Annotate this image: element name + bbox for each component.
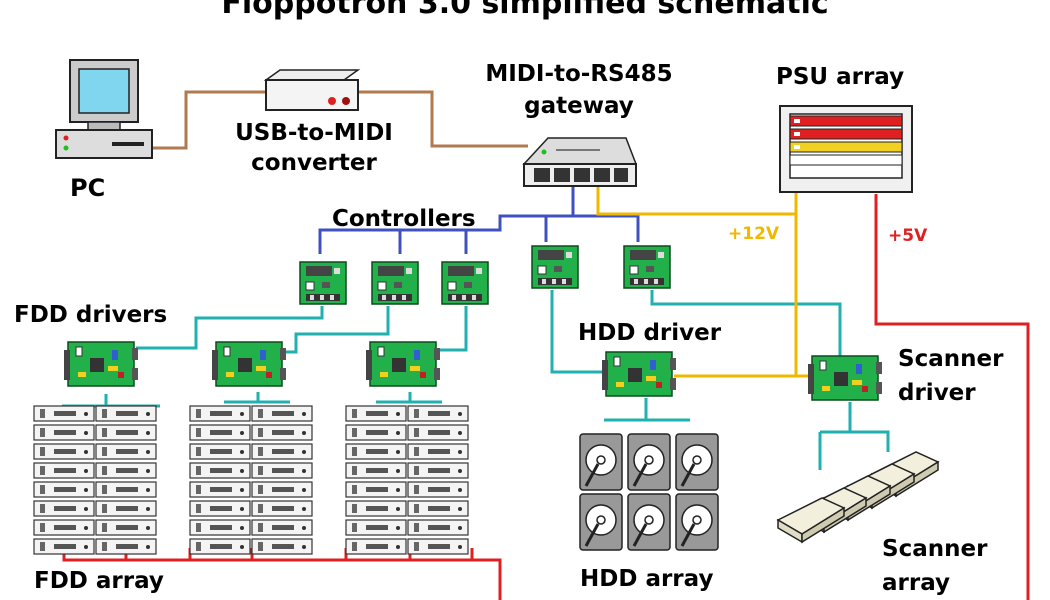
fdd-driver-board-icon [365,341,441,387]
controllers-label: Controllers [332,206,476,232]
diagram-title: Floppotron 3.0 simplified schematic [221,0,829,21]
scanner-driver-label: Scanner driver [898,346,1004,406]
usb-midi-converter-icon [263,69,361,111]
fdd-stack-icon [190,406,312,554]
pc-label: PC [70,174,106,202]
hdd-array-icon [578,432,720,552]
psu-array-label: PSU array [776,64,905,90]
gateway-icon [522,137,638,187]
scanner-array-icon [777,451,939,543]
hdd-driver-label: HDD driver [578,320,722,346]
midi-cable [150,90,528,150]
scanner-driver-board-icon [807,355,883,401]
controller-board-icon [371,261,419,305]
psu-array-icon [779,105,913,193]
fdd-stack-icon [346,406,468,554]
controller-board-icon [441,261,489,305]
usb-midi-converter-label: USB-to-MIDI converter [235,120,393,176]
fdd-stack-icon [34,406,156,554]
fdd-driver-board-icon [63,341,139,387]
scanner-array-label: Scanner array [882,536,988,596]
fdd-driver-board-icon [211,341,287,387]
controller-board-icon [531,245,579,289]
v5-rail [62,194,1030,600]
hdd-array-label: HDD array [580,566,714,592]
fdd-array-label: FDD array [34,568,164,594]
controller-board-icon [623,245,671,289]
hdd-driver-board-icon [601,351,677,397]
signal-wires [62,290,890,470]
fdd-drivers-label: FDD drivers [14,302,168,328]
pc-icon [55,59,153,159]
rs485-bus [318,186,640,254]
v5-label: +5V [888,226,928,246]
gateway-label: MIDI-to-RS485 gateway [485,61,673,119]
v12-label: +12V [728,224,780,244]
controller-board-icon [299,261,347,305]
